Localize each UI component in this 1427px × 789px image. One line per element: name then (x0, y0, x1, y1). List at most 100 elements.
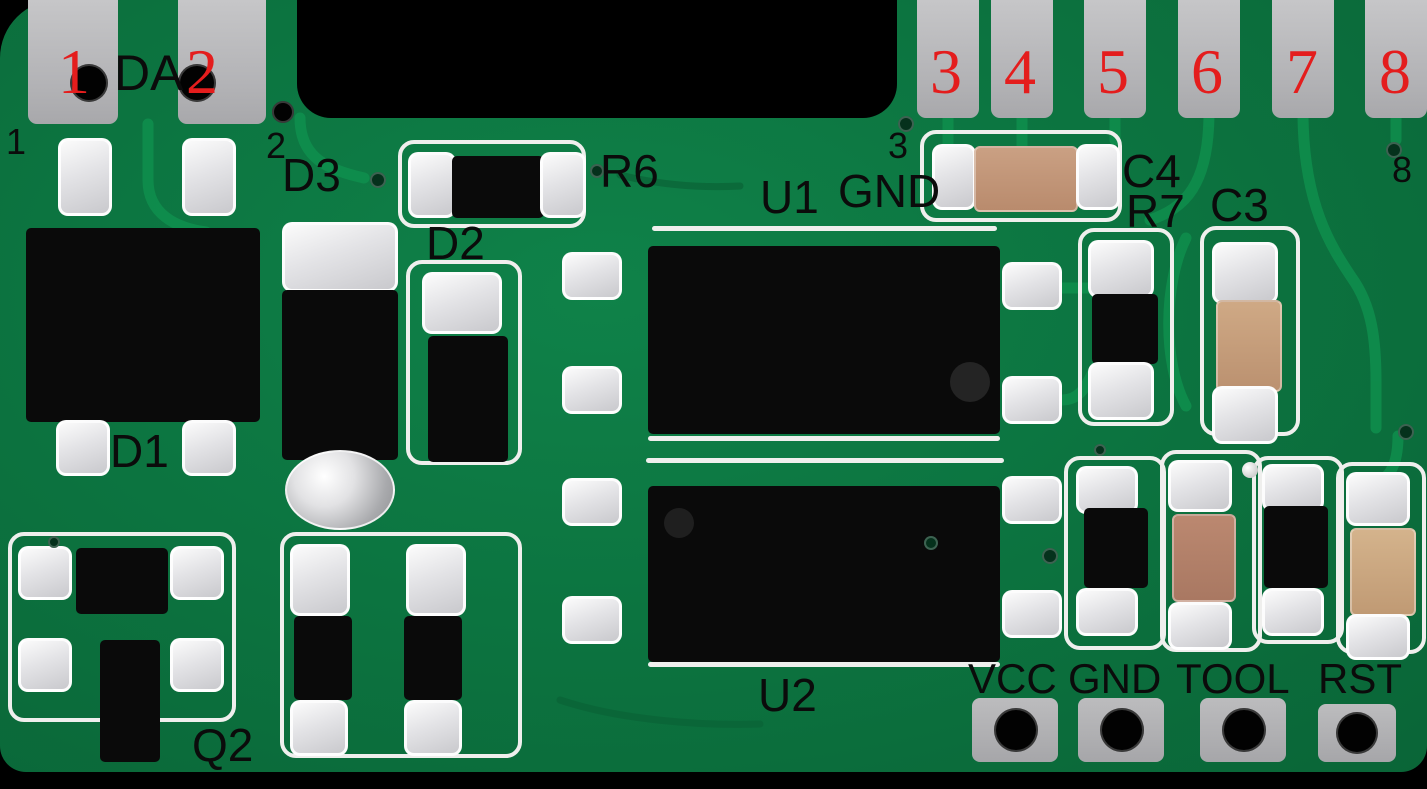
d3-pad-top (282, 222, 398, 292)
r7-component-body (1092, 294, 1158, 364)
lr-comp4-body (1350, 528, 1416, 616)
d3-designator: D3 (282, 149, 341, 201)
tool-pad-hole (1222, 708, 1266, 752)
via (924, 536, 938, 550)
lr-comp4-pad-top (1346, 472, 1410, 526)
mount-hole-small (272, 101, 294, 123)
r6-designator: R6 (600, 145, 659, 197)
r6-pad-right (540, 152, 586, 218)
u2-pad-right-1 (1002, 476, 1062, 524)
c4-silkscreen-outline (920, 130, 1122, 222)
u2-pad-right-2 (1002, 590, 1062, 638)
u1-pin1-dot (950, 362, 990, 402)
q2-designator: Q2 (192, 719, 254, 771)
q2-pad-3 (18, 638, 72, 692)
c3-pad-top (1212, 242, 1278, 304)
q2-component-body (76, 548, 168, 614)
u2-silkscreen-bottom (648, 662, 1000, 667)
edge-pad-7 (1272, 0, 1334, 118)
edge-cutout-notch (297, 0, 897, 118)
r7-designator: R7 (1126, 185, 1185, 237)
lr-comp1-body (1084, 508, 1148, 588)
c3-designator: C3 (1210, 179, 1269, 231)
lr-comp2-body (1172, 514, 1236, 602)
d1-pad-top-right (182, 138, 236, 216)
bottom-center-pad-3 (290, 700, 348, 756)
d2-silkscreen-outline (406, 260, 522, 465)
d3-solder-blob (285, 450, 395, 530)
u2-pad-left-1 (562, 478, 622, 526)
via (898, 116, 914, 132)
vcc-pad-hole (994, 708, 1038, 752)
rst-label: RST (1318, 655, 1402, 702)
q2-tab-body (100, 640, 160, 762)
tool-label: TOOL (1176, 655, 1290, 702)
u1-designator: U1 (760, 171, 819, 223)
d3-component-body (282, 290, 398, 460)
lr-comp2-pad-top (1168, 460, 1232, 512)
lr-comp3-body (1264, 506, 1328, 588)
u1-silkscreen-bottom (648, 436, 1000, 441)
d2-designator: D2 (426, 217, 485, 269)
solder-ball-speck (1242, 462, 1258, 478)
lr-comp3-pad-top (1262, 464, 1324, 512)
edge-pad-8 (1365, 0, 1427, 118)
r6-component-body (452, 156, 544, 218)
q2-pad-4 (170, 638, 224, 692)
r7-pad-bottom (1088, 362, 1154, 420)
u2-designator: U2 (758, 669, 817, 721)
red-pin-6: 6 (1191, 36, 1223, 107)
q2-pad-2 (170, 546, 224, 600)
r7-pad-top (1088, 240, 1154, 298)
u2-component-body (648, 486, 1000, 662)
via (590, 164, 604, 178)
lr-comp1-pad-bottom (1076, 588, 1138, 636)
u2-pin1-dot (664, 508, 694, 538)
c4-designator: C4 (1122, 145, 1181, 197)
bottom-center-pad-2 (406, 544, 466, 616)
q2-pad-1 (18, 546, 72, 600)
u1-pad-left-1 (562, 252, 622, 300)
c3-pad-bottom (1212, 386, 1278, 444)
gnd-label: GND (1068, 655, 1162, 702)
edge-pin-3-number: 3 (888, 125, 909, 166)
d2-pad-top (422, 272, 502, 334)
red-pin-4: 4 (1004, 36, 1036, 107)
red-pin-5: 5 (1097, 36, 1129, 107)
edge-pin-1-number: 1 (6, 121, 27, 162)
edge-pin-8-number: 8 (1392, 149, 1413, 190)
lr-comp1-pad-top (1076, 466, 1138, 514)
u1-silkscreen-top (652, 226, 997, 231)
edge-pad-3 (917, 0, 979, 118)
red-pin-3: 3 (930, 36, 962, 107)
u1-pad-right-1 (1002, 262, 1062, 310)
edge-pad-2 (178, 0, 266, 124)
r6-pad-left (408, 152, 456, 218)
gnd-pad-hole (1100, 708, 1144, 752)
pad-2-hole (178, 64, 216, 102)
r7-silkscreen-outline (1078, 228, 1174, 426)
red-pin-2: 2 (186, 36, 218, 107)
red-pin-1: 1 (58, 36, 90, 107)
rst-pad-hole (1336, 712, 1378, 754)
d2-component-body (428, 336, 508, 462)
lr-comp1-silkscreen (1064, 456, 1166, 650)
u1-pad-right-2 (1002, 376, 1062, 424)
bottom-center-body-1 (294, 616, 352, 700)
vcc-label: VCC (968, 655, 1057, 702)
d1-designator: D1 (110, 425, 169, 477)
edge-pad-6 (1178, 0, 1240, 118)
bottom-center-silkscreen-outline (280, 532, 522, 758)
via (1042, 548, 1058, 564)
u2-silkscreen-top (646, 458, 1004, 463)
edge-pad-1 (28, 0, 118, 124)
via (370, 172, 386, 188)
c3-component-body (1216, 300, 1282, 392)
bottom-center-pad-1 (290, 544, 350, 616)
via (1094, 444, 1106, 456)
lr-comp3-pad-bottom (1262, 588, 1324, 636)
red-pin-7: 7 (1286, 36, 1318, 107)
u1-component-body (648, 246, 1000, 434)
d1-pad-top-left (58, 138, 112, 216)
